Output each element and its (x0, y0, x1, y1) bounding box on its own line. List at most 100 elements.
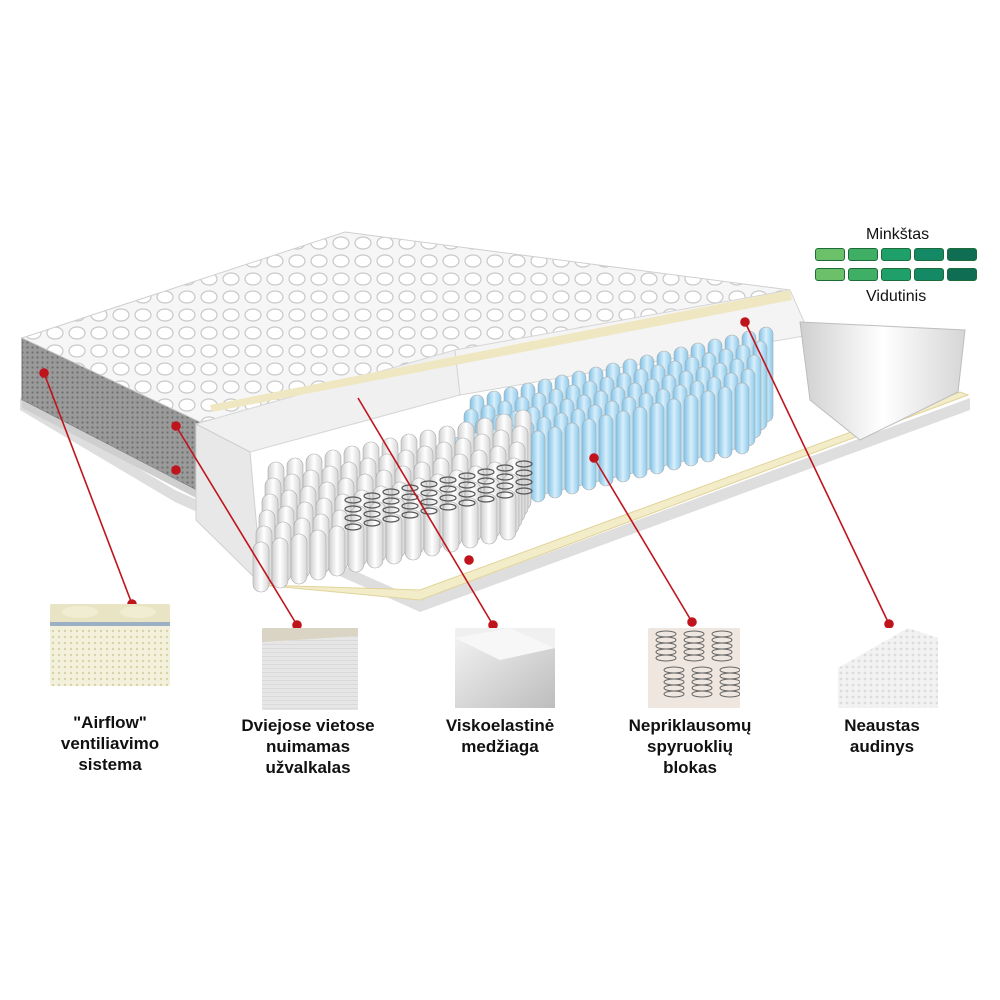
white-pocket-spring (290, 533, 308, 585)
spring-coil-wire (458, 499, 476, 507)
blue-pocket-spring (615, 410, 631, 483)
medium-scale-segment-4 (914, 268, 944, 281)
white-pocket-spring (480, 493, 498, 545)
non-woven-fabric-thumbnail (838, 628, 958, 710)
white-pocket-spring (404, 509, 422, 561)
firmness-medium-label: Vidutinis (866, 288, 927, 305)
blue-pocket-spring (649, 402, 665, 475)
caption-line: Nepriklausomų (628, 716, 752, 735)
caption-line: "Airflow" (73, 713, 147, 732)
leader-line-airflow (43, 372, 133, 605)
leader-line-foam (357, 397, 494, 626)
caption-line: ventiliavimo (60, 734, 160, 753)
white-pocket-spring (461, 497, 479, 549)
white-pocket-spring (385, 513, 403, 565)
spring-coil-wire (420, 507, 438, 515)
spring-coil-wire (344, 514, 362, 522)
soft-scale-segment-1 (815, 248, 845, 261)
blue-pocket-spring (683, 394, 699, 467)
caption-non-woven-fabric: Neaustas audinys (782, 715, 982, 757)
pocket-springs-thumbnail (648, 628, 768, 710)
spring-coil-wire (515, 487, 533, 495)
spring-coil-wire (363, 501, 381, 509)
spring-coil-wire (344, 505, 362, 513)
caption-line: audinys (849, 737, 915, 756)
spring-coil-wire (458, 481, 476, 489)
spring-coil-wire (363, 492, 381, 500)
spring-coil-wire (496, 482, 514, 490)
spring-coil-wire (420, 489, 438, 497)
spring-coil-wire (420, 480, 438, 488)
spring-coil-wire (477, 477, 495, 485)
spring-coil-wire (401, 502, 419, 510)
spring-coil-wire (401, 511, 419, 519)
white-pocket-spring (423, 505, 441, 557)
blue-pocket-spring (666, 398, 682, 471)
blue-pocket-spring (598, 414, 614, 487)
leader-line-fabric (744, 321, 890, 625)
spring-coil-wire (439, 494, 457, 502)
spring-coil-wire (477, 468, 495, 476)
blue-pocket-spring (564, 422, 580, 495)
spring-coil-wire (363, 519, 381, 527)
spring-coil-wire (382, 488, 400, 496)
soft-scale-segment-3 (881, 248, 911, 261)
thumbnail-spring-coil (683, 654, 705, 662)
spring-block-white-front (252, 409, 533, 593)
spring-coil-wire (515, 469, 533, 477)
white-pocket-spring (271, 537, 289, 589)
spring-coil-wire (477, 495, 495, 503)
firmness-medium-scale (815, 268, 977, 281)
medium-scale-segment-3 (881, 268, 911, 281)
white-pocket-spring (442, 501, 460, 553)
spring-coil-wire (344, 523, 362, 531)
blue-pocket-spring (734, 382, 750, 455)
memory-foam-layer (194, 289, 811, 587)
caption-line: blokas (663, 758, 717, 777)
caption-memory-foam: Viskoelastinė medžiaga (400, 715, 600, 757)
spring-coil-wire (363, 510, 381, 518)
spring-coil-wire (458, 490, 476, 498)
leader-line-cover (175, 425, 298, 626)
caption-line: užvalkalas (265, 758, 351, 777)
blue-pocket-spring (700, 390, 716, 463)
leader-lines (39, 317, 894, 630)
spring-coil-wire (458, 472, 476, 480)
spring-coil-wire (515, 478, 533, 486)
soft-scale-segment-5 (947, 248, 977, 261)
thumbnail-spring-coil (663, 690, 685, 698)
spring-coil-wire (420, 498, 438, 506)
medium-scale-segment-5 (947, 268, 977, 281)
white-pocket-spring (347, 521, 365, 573)
caption-line: spyruoklių (647, 737, 733, 756)
blue-pocket-spring (547, 426, 563, 499)
spring-coil-wire (382, 497, 400, 505)
caption-airflow: "Airflow" ventiliavimo sistema (10, 712, 210, 775)
mattress-base-layer (20, 391, 970, 612)
spring-coil-wire (496, 464, 514, 472)
spring-coil-wire (382, 506, 400, 514)
spring-block-white-back (799, 321, 966, 441)
caption-line: medžiaga (461, 737, 539, 756)
blue-pocket-spring (530, 430, 546, 503)
spring-coil-wire (439, 485, 457, 493)
caption-line: Viskoelastinė (445, 716, 555, 735)
spring-coil-wire (515, 460, 533, 468)
white-pocket-spring (366, 517, 384, 569)
caption-line: Neaustas (844, 716, 920, 735)
caption-line: sistema (78, 755, 142, 774)
firmness-soft-scale (815, 248, 977, 261)
thumbnail-spring-coil (691, 690, 713, 698)
spring-coil-wire (344, 496, 362, 504)
leader-line-springs (593, 457, 693, 623)
blue-pocket-spring (632, 406, 648, 479)
spring-coil-wire (439, 503, 457, 511)
spring-coil-wire (382, 515, 400, 523)
spring-coil-wire (477, 486, 495, 494)
soft-scale-segment-2 (848, 248, 878, 261)
medium-scale-segment-1 (815, 268, 845, 281)
white-pocket-spring (499, 489, 517, 541)
removable-cover-thumbnail (262, 628, 382, 710)
